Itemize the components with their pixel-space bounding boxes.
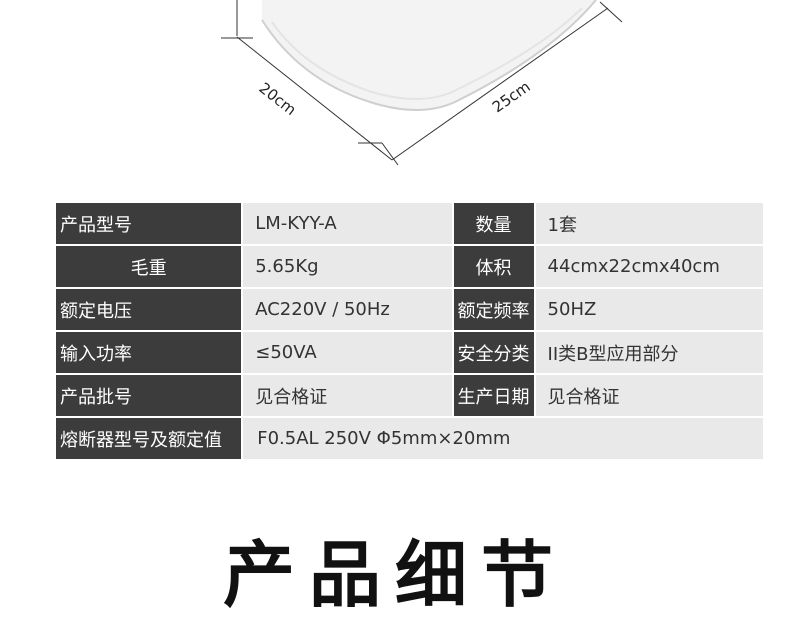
spec-label: 额定频率 (451, 287, 536, 332)
spec-value: 44cmx22cmx40cm (533, 244, 766, 289)
section-heading: 产品细节 (222, 533, 567, 617)
spec-value: ≤50VA (241, 330, 454, 375)
table-row: 毛重 5.65Kg 体积 44cmx22cmx40cm (53, 244, 766, 289)
spec-label: 安全分类 (451, 330, 536, 375)
spec-label: 毛重 (53, 244, 244, 289)
spec-value: 见合格证 (241, 373, 454, 418)
depth-dimension-line (236, 36, 393, 161)
fuse-label-cell: 熔断器型号及额定值 (53, 416, 244, 461)
spec-value: 见合格证 (533, 373, 766, 418)
spec-value: II类B型应用部分 (533, 330, 766, 375)
device-body (262, 0, 596, 110)
table-row: 额定电压 AC220V / 50Hz 额定频率 50HZ (53, 287, 766, 332)
width-dimension-line (391, 7, 609, 161)
spec-value: 5.65Kg (241, 244, 454, 289)
spec-value: 50HZ (533, 287, 766, 332)
spec-label: 生产日期 (451, 373, 536, 418)
spec-value: AC220V / 50Hz (241, 287, 454, 332)
device-base-rim (261, 0, 597, 111)
right-cap (599, 1, 623, 23)
spec-label: 额定电压 (53, 287, 244, 332)
fuse-label: 熔断器型号及额定值 (60, 425, 222, 452)
table-row-fuse: 熔断器型号及额定值 F0.5AL 250V Φ5mm×20mm (53, 416, 765, 461)
spec-label: 输入功率 (53, 330, 244, 375)
table-row: 产品型号 LM-KYY-A 数量 1套 (53, 201, 766, 246)
spec-table: 产品型号 LM-KYY-A 数量 1套 毛重 5.65Kg 体积 44cmx22… (53, 201, 766, 461)
bottom-cap-2 (381, 142, 399, 166)
table-row: 输入功率 ≤50VA 安全分类 II类B型应用部分 (53, 330, 766, 375)
product-illustration: 20cm 25cm (221, 0, 623, 166)
fuse-value: F0.5AL 250V Φ5mm×20mm (241, 416, 765, 461)
spec-value: LM-KYY-A (241, 201, 454, 246)
width-label: 25cm (489, 77, 534, 116)
device-base-inner (271, 7, 583, 100)
spec-value: 1套 (533, 201, 766, 246)
spec-label: 产品型号 (53, 201, 244, 246)
spec-label: 数量 (451, 201, 536, 246)
depth-label: 20cm (256, 79, 300, 119)
spec-label: 体积 (451, 244, 536, 289)
table-row: 产品批号 见合格证 生产日期 见合格证 (53, 373, 766, 418)
spec-label: 产品批号 (53, 373, 244, 418)
